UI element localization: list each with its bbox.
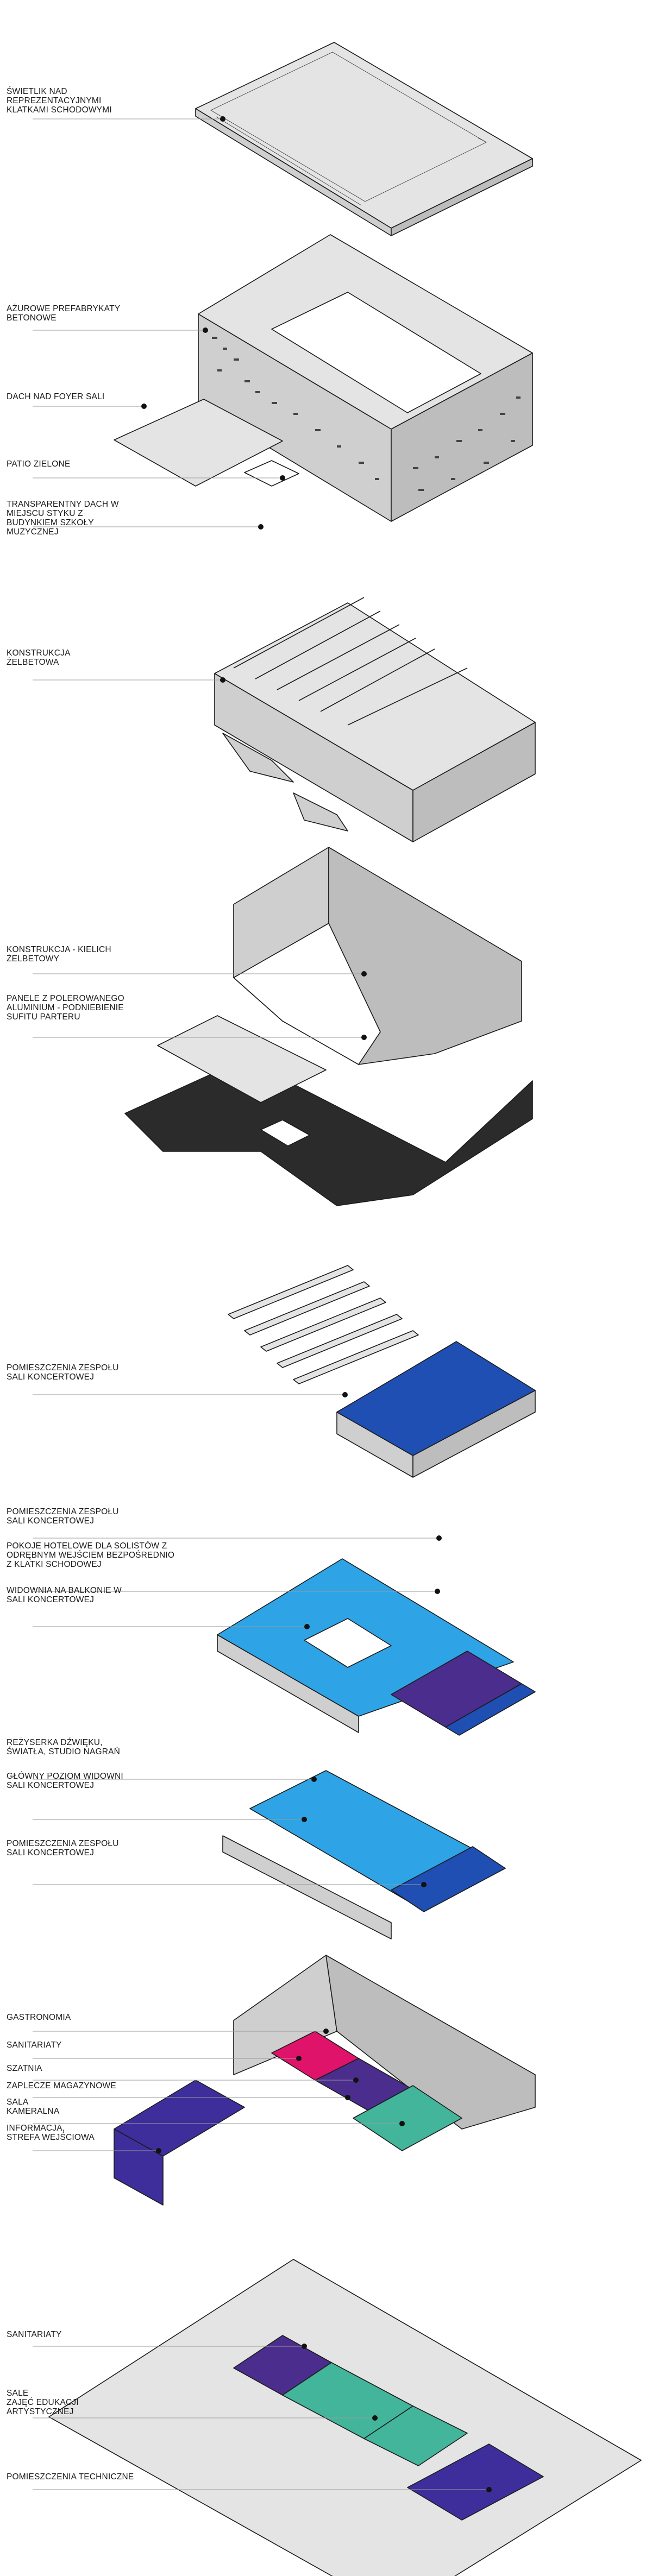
label-gastronomy: GASTRONOMIA: [7, 2013, 71, 2022]
label-entrance: INFORMACJA, STREFA WEJŚCIOWA: [7, 2124, 95, 2142]
label-balcony: WIDOWNIA NA BALKONIE W SALI KONCERTOWEJ: [7, 1586, 122, 1604]
layer-shell-ceiling: [124, 847, 533, 1206]
label-hotel-rooms: POKOJE HOTELOWE DLA SOLISTÓW Z ODRĘBNYM …: [7, 1541, 175, 1569]
layer-main-audience: [222, 1770, 506, 1939]
layer-facade-box: [114, 234, 533, 522]
layer-ground-floor: [114, 1955, 536, 2206]
label-staff-rooms-3: POMIESZCZENIA ZESPOŁU SALI KONCERTOWEJ: [7, 1839, 119, 1857]
layer-skylight: [195, 42, 533, 236]
layer-staff-rooms: [228, 1265, 536, 1478]
label-foyer-roof: DACH NAD FOYER SALI: [7, 392, 105, 401]
label-aluminium-panels: PANELE Z POLEROWANEGO ALUMINIUM - PODNIE…: [7, 994, 124, 1022]
label-toilets-ground: SANITARIATY: [7, 2040, 62, 2050]
label-staff-rooms-2: POMIESZCZENIA ZESPOŁU SALI KONCERTOWEJ: [7, 1507, 119, 1526]
label-chamber-hall: SALA KAMERALNA: [7, 2098, 60, 2116]
label-sound-control: REŻYSERKA DŹWIĘKU, ŚWIATŁA, STUDIO NAGRA…: [7, 1738, 121, 1756]
label-main-audience: GŁÓWNY POZIOM WIDOWNI SALI KONCERTOWEJ: [7, 1772, 123, 1790]
label-skylight: ŚWIETLIK NAD REPREZENTACYJNYMI KLATKAMI …: [7, 87, 112, 115]
label-rc-structure: KONSTRUKCJA ŻELBETOWA: [7, 648, 71, 667]
label-education-rooms: SALE ZAJĘĆ EDUKACJI ARTYSTYCZNEJ: [7, 2389, 79, 2416]
label-storage: ZAPLECZE MAGAZYNOWE: [7, 2081, 116, 2090]
layer-hall-balcony: [217, 1558, 536, 1736]
label-rc-chalice: KONSTRUKCJA - KIELICH ŻELBETOWY: [7, 945, 111, 963]
label-toilets-basement: SANITARIATY: [7, 2330, 62, 2339]
label-openwork-prefab: AŻUROWE PREFABRYKATY BETONOWE: [7, 304, 121, 323]
label-transparent-roof: TRANSPARENTNY DACH W MIEJSCU STYKU Z BUD…: [7, 500, 119, 537]
label-staff-rooms-1: POMIESZCZENIA ZESPOŁU SALI KONCERTOWEJ: [7, 1363, 119, 1382]
label-cloakroom: SZATNIA: [7, 2064, 42, 2073]
label-technical-rooms: POMIESZCZENIA TECHNICZNE: [7, 2472, 134, 2481]
label-green-patio: PATIO ZIELONE: [7, 459, 71, 469]
layer-structure: [214, 597, 536, 842]
